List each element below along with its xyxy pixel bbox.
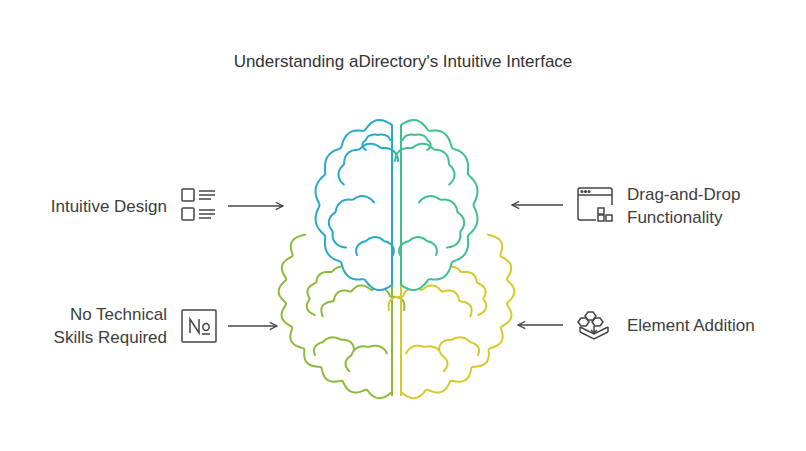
leader-arrow: [518, 324, 563, 326]
leader-arrow: [228, 205, 283, 207]
numero-icon: [182, 310, 216, 342]
feature-label: Drag-and-Drop Functionality: [627, 183, 767, 229]
drag-drop-icon: [578, 188, 612, 221]
list-icon: [182, 189, 215, 220]
leader-arrows: [228, 205, 563, 326]
element-addition-icon: [578, 312, 608, 339]
leader-arrow: [512, 204, 563, 206]
brain-drawing: [279, 120, 515, 398]
feature-label: Intuitive Design: [51, 195, 167, 218]
diagram-title: Understanding aDirectory's Intuitive Int…: [234, 50, 573, 73]
feature-label: No Technical Skills Required: [27, 303, 167, 349]
brain-left-half: [279, 120, 405, 398]
brain-upper-lobe: [316, 120, 392, 290]
brain-right-half: [389, 120, 515, 398]
leader-arrow: [228, 325, 277, 327]
brain-upper-lobe: [401, 120, 477, 290]
feature-label: Element Addition: [627, 314, 755, 337]
